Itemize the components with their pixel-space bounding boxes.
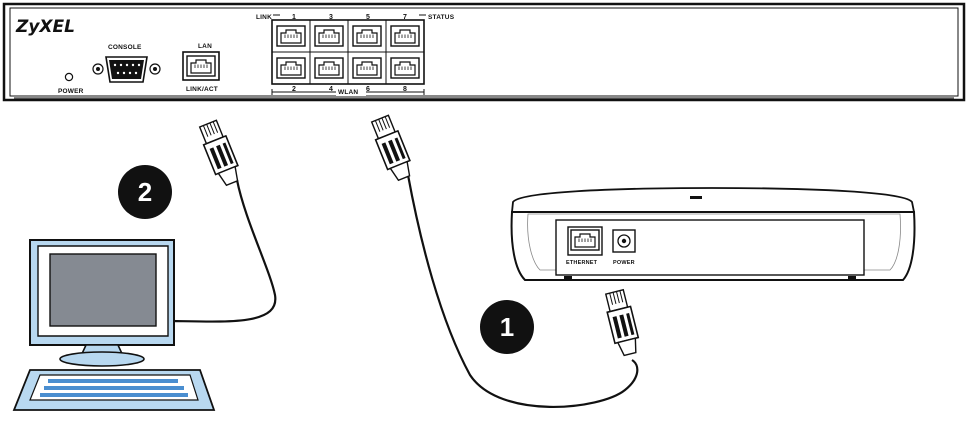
power-jack <box>612 229 636 253</box>
wlan-port-6 <box>352 57 382 79</box>
link-label: LINK <box>256 14 272 21</box>
wlan-port-2 <box>276 57 306 79</box>
wlan-port-7 <box>390 25 420 47</box>
port-number-7: 7 <box>403 14 407 21</box>
plug-access-point-cable-top <box>368 113 416 184</box>
status-label: STATUS <box>428 14 455 21</box>
step-number-1: 1 <box>500 312 514 342</box>
port-number-4: 4 <box>329 86 333 93</box>
brand-logo: ZyXEL <box>15 17 75 37</box>
plug-computer-cable <box>196 118 244 189</box>
wlan-port-8 <box>390 57 420 79</box>
ap-ethernet-label: ETHERNET <box>566 260 598 266</box>
switch-front-panel: ZyXEL POWER CONSOLE LAN LINK/ACT <box>2 2 966 102</box>
wlan-port-4 <box>314 57 344 79</box>
wlan-port-block: LINK STATUS 1 3 5 7 WLAN <box>256 14 455 96</box>
cable-access-point <box>406 174 639 408</box>
port-number-8: 8 <box>403 86 407 93</box>
wlan-port-3 <box>314 25 344 47</box>
port-number-2: 2 <box>292 86 296 93</box>
access-point: ETHERNET POWER <box>510 187 916 281</box>
lan-label: LAN <box>198 43 212 50</box>
link-act-label: LINK/ACT <box>186 86 218 93</box>
monitor-screen <box>49 253 157 327</box>
plug-access-point-cable-bottom <box>602 288 643 358</box>
monitor-stand <box>59 351 145 367</box>
ap-power-label: POWER <box>613 260 635 266</box>
port-number-1: 1 <box>292 14 296 21</box>
step-badge-2: 2 <box>118 165 172 219</box>
step-number-2: 2 <box>138 177 152 207</box>
console-port: CONSOLE <box>92 44 161 83</box>
port-number-3: 3 <box>329 14 333 21</box>
port-number-5: 5 <box>366 14 370 21</box>
wlan-port-5 <box>352 25 382 47</box>
console-label: CONSOLE <box>108 44 142 51</box>
power-led <box>64 72 74 82</box>
ethernet-port <box>567 226 603 256</box>
lan-port: LAN LINK/ACT <box>182 43 220 93</box>
cable-computer <box>171 179 277 323</box>
step-badge-1: 1 <box>480 300 534 354</box>
power-label: POWER <box>58 88 84 95</box>
port-number-6: 6 <box>366 86 370 93</box>
wlan-port-1 <box>276 25 306 47</box>
wlan-label: WLAN <box>338 89 358 96</box>
computer <box>12 239 216 411</box>
